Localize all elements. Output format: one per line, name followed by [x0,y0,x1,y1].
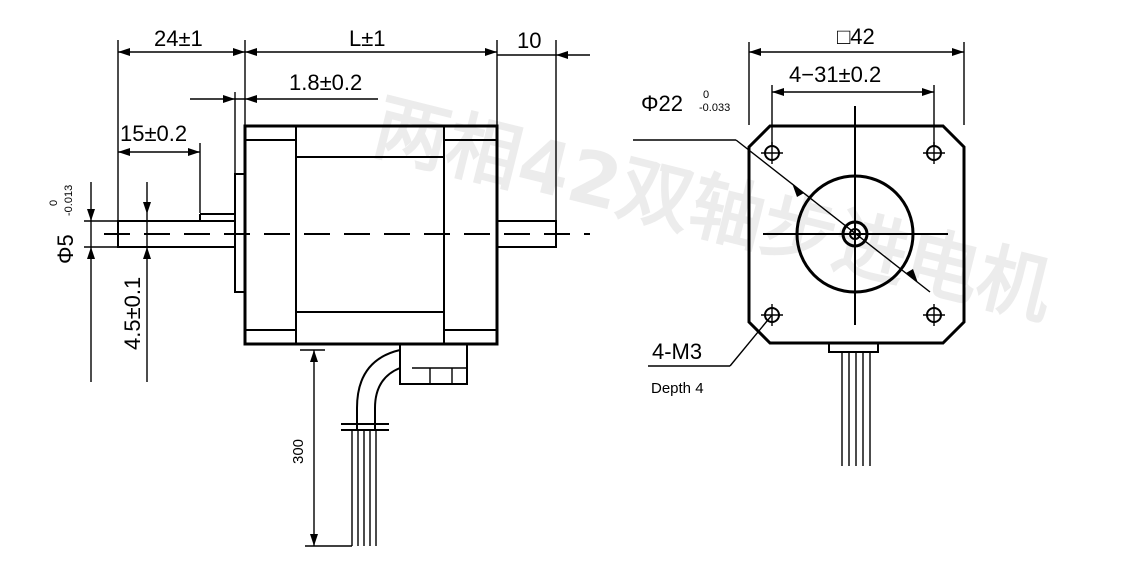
mount-hole [761,142,783,164]
dim-shaft-tol-lower: -0.013 [63,185,75,216]
mount-hole [923,304,945,326]
motor-face [747,124,966,345]
dim-boss-tol-upper: 0 [703,89,709,101]
dim-shaft-length: 24±1 [154,26,203,51]
lead-cable [356,349,401,430]
dim-rear-shaft: 10 [517,28,541,53]
front-view: □42 4−31±0.2 Φ22 0 -0.033 4-M3 Depth 4 [633,24,966,466]
rear-connector [828,342,879,353]
cable-connector [399,344,468,385]
dim-square: □42 [837,24,875,49]
dim-shaft-tol-upper: 0 [48,200,60,206]
dim-lead-length: 300 [290,439,307,464]
dim-flat-length: 15±0.2 [120,121,187,146]
thread-callout: 4-M3 [652,339,702,364]
thread-depth: Depth 4 [651,380,704,397]
dim-flange-thickness: 1.8±0.2 [289,70,362,95]
watermark: 两相42双轴步进电机 [366,84,1061,336]
dim-body-length: L±1 [349,26,386,51]
side-view: 24±1 L±1 10 1.8±0.2 15±0.2 Φ5 0 -0.013 [48,26,590,547]
dim-flat-depth: 4.5±0.1 [120,277,145,350]
dim-shaft-diameter: Φ5 [53,234,78,264]
dim-boss-tol-lower: -0.033 [699,102,730,114]
dim-boss-diameter: Φ22 [641,91,683,116]
dim-hole-spacing: 4−31±0.2 [789,62,881,87]
front-shaft [117,220,236,248]
mount-hole [923,142,945,164]
